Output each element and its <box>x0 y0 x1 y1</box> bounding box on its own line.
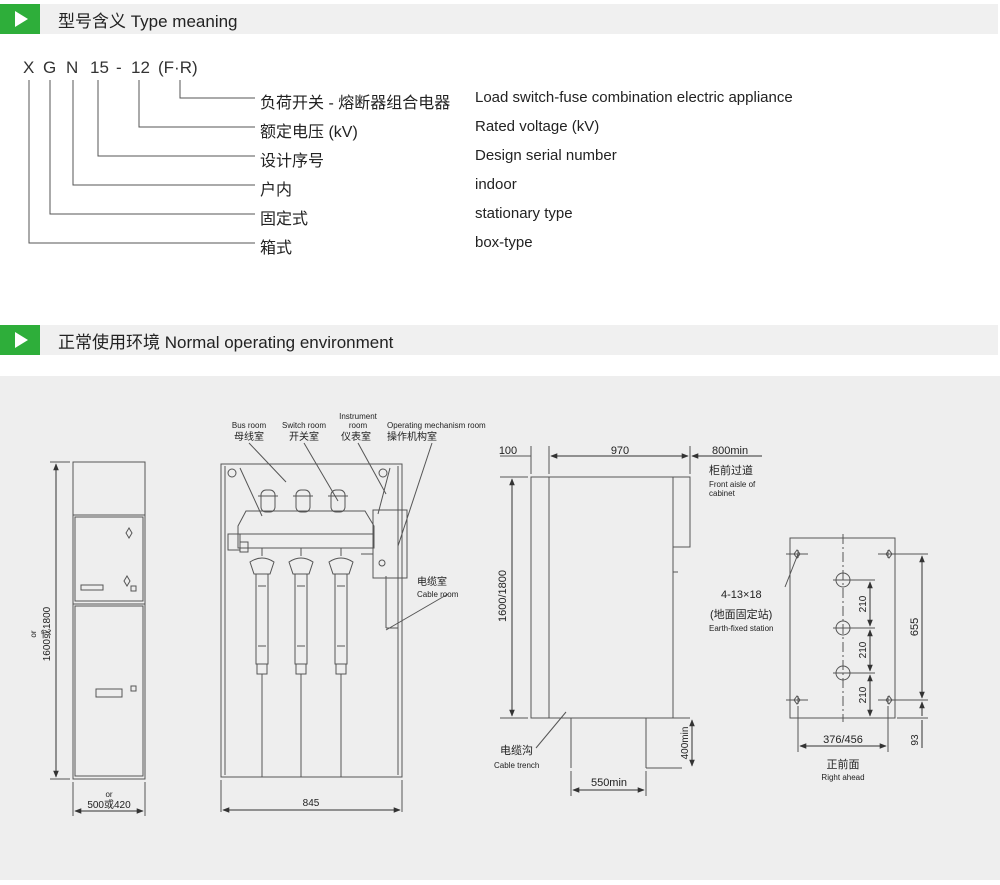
meaning-row-en: stationary type <box>475 205 573 222</box>
base-width-label: 376/456 <box>823 734 863 746</box>
side-970-label: 970 <box>611 445 629 457</box>
internal-width-dim-label: 845 <box>303 798 320 809</box>
bushing-1 <box>260 489 276 513</box>
operating-room-en: Operating mechanism room <box>387 421 486 430</box>
leader-15 <box>97 80 255 157</box>
leader-n <box>72 80 255 186</box>
meaning-row-cn: 额定电压 (kV) <box>260 124 358 141</box>
leader-12 <box>138 80 255 128</box>
section-title: 型号含义 Type meaning <box>58 11 238 31</box>
front-aisle-en-2: cabinet <box>709 489 736 498</box>
leader-g <box>49 80 255 215</box>
front-aisle-cn: 柜前过道 <box>709 463 753 477</box>
cable-trench-cn: 电缆沟 <box>500 744 533 757</box>
base-93-label: 93 <box>910 734 921 746</box>
bus-room-cn: 母线室 <box>234 430 264 443</box>
right-ahead-cn: 正前面 <box>827 757 860 771</box>
bus-room-en: Bus room <box>232 421 267 430</box>
front-width-dim-label: 500或420 <box>87 799 131 811</box>
meaning-row-cn: 设计序号 <box>260 153 325 170</box>
base-view <box>784 534 928 752</box>
base-210-label-a: 210 <box>858 595 869 612</box>
base-fixed-cn: (地面固定站) <box>710 607 772 621</box>
side-100-label: 100 <box>499 445 517 457</box>
side-800min-label: 800min <box>712 445 748 457</box>
switch-room-en: Switch room <box>282 421 326 430</box>
side-view <box>500 446 762 796</box>
internal-view <box>220 442 449 813</box>
meaning-row-cn: 户内 <box>260 182 293 199</box>
code-char-dash: - <box>116 58 122 77</box>
bushing-3 <box>330 489 346 513</box>
meaning-row-cn: 固定式 <box>260 211 309 228</box>
front-cabinet-outline <box>72 461 146 780</box>
meaning-row-en: indoor <box>475 176 517 193</box>
side-400min-label: 400min <box>680 727 691 760</box>
right-ahead-en: Right ahead <box>821 773 864 782</box>
fuse-1 <box>249 557 275 777</box>
code-char-fr: (F·R) <box>158 58 198 77</box>
fuse-3 <box>328 557 354 777</box>
side-height-label: 1600/1800 <box>497 570 509 622</box>
leader-fr <box>179 80 255 99</box>
front-view <box>50 461 146 816</box>
instrument-room-en-1: Instrument <box>339 412 378 421</box>
diagram-area: or 1600或1800 or 500或420 <box>0 376 1000 880</box>
meaning-row-cn: 箱式 <box>260 240 293 257</box>
meaning-row-en: Load switch-fuse combination electric ap… <box>475 89 793 106</box>
meaning-row-en: Design serial number <box>475 147 617 164</box>
base-holes-label: 4-13×18 <box>721 589 762 601</box>
section-header-environment: 正常使用环境 Normal operating environment <box>0 325 998 355</box>
meaning-row-cn: 负荷开关 - 熔断器组合电器 <box>260 95 451 112</box>
front-height-dim-label: 1600或1800 <box>41 606 53 661</box>
front-aisle-en-1: Front aisle of <box>709 480 756 489</box>
operating-room-cn: 操作机构室 <box>387 430 437 443</box>
instrument-room-cn: 仪表室 <box>341 430 371 443</box>
code-char-15: 15 <box>90 58 109 77</box>
side-cabinet-outline <box>530 476 674 719</box>
code-char-g: G <box>43 58 57 77</box>
cable-room-cn: 电缆室 <box>417 575 447 588</box>
leader-x <box>28 80 255 244</box>
base-210-label-b: 210 <box>858 641 869 658</box>
code-char-12: 12 <box>131 58 150 77</box>
fuse-2 <box>288 557 314 777</box>
base-fixed-en: Earth-fixed station <box>709 624 773 633</box>
instrument-room-en-2: room <box>349 421 368 430</box>
meaning-row-en: Rated voltage (kV) <box>475 118 600 135</box>
cable-room-en: Cable room <box>417 590 459 599</box>
side-550min-label: 550min <box>591 777 627 789</box>
front-height-or: or <box>29 630 38 637</box>
play-icon <box>0 325 40 355</box>
switch-room-cn: 开关室 <box>289 430 319 443</box>
section-header-type-meaning: 型号含义 Type meaning <box>0 4 998 34</box>
code-char-x: X <box>23 58 35 77</box>
cabinet-drawings: or 1600或1800 or 500或420 <box>29 412 928 816</box>
meaning-row-en: box-type <box>475 234 533 251</box>
cable-trench-en: Cable trench <box>494 761 539 770</box>
play-icon <box>0 4 40 34</box>
switch-body <box>237 510 375 549</box>
front-width-or: or <box>105 790 112 799</box>
code-char-n: N <box>66 58 79 77</box>
section-title: 正常使用环境 Normal operating environment <box>58 332 394 352</box>
base-655-label: 655 <box>909 618 921 636</box>
base-210-label-c: 210 <box>858 686 869 703</box>
operating-mechanism-box <box>372 509 408 579</box>
model-leader-lines <box>28 80 255 244</box>
bushing-2 <box>295 489 311 513</box>
